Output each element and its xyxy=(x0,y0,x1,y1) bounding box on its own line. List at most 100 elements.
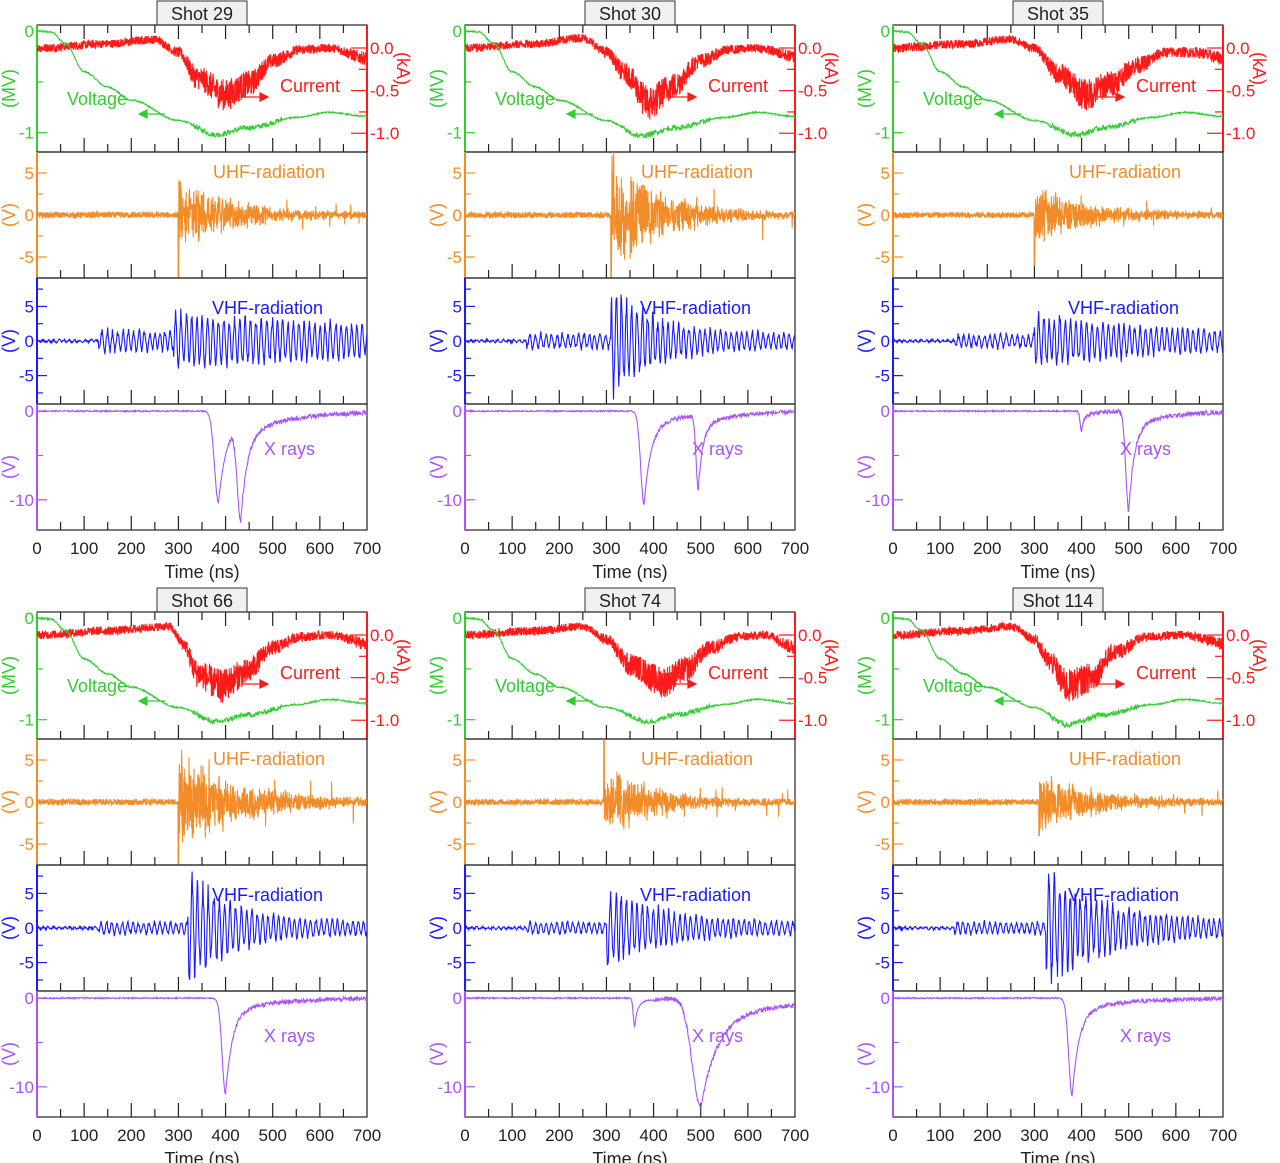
current-series xyxy=(465,622,795,698)
uhf-label: UHF-radiation xyxy=(213,749,325,769)
xray-frame xyxy=(36,403,368,531)
y-tick-label: 5 xyxy=(881,884,890,903)
y-tick-label: -1 xyxy=(875,711,890,730)
y-tick-label: 0 xyxy=(453,989,462,1008)
y-tick-label: 5 xyxy=(453,884,462,903)
x-tick-label: 500 xyxy=(1115,1126,1143,1145)
xray-frame xyxy=(36,990,368,1118)
x-tick-label: 100 xyxy=(70,1126,98,1145)
x-tick-label: 600 xyxy=(306,539,334,558)
y-tick-label: -10 xyxy=(865,1078,890,1097)
y-tick-label: 0 xyxy=(25,919,34,938)
x-tick-label: 200 xyxy=(973,539,1001,558)
current-series xyxy=(893,34,1223,111)
right-arrow-icon xyxy=(242,679,270,689)
y-tick-label: 5 xyxy=(453,164,462,183)
x-tick-label: 400 xyxy=(211,539,239,558)
y-tick-label: 5 xyxy=(25,884,34,903)
y-tick-label: 0 xyxy=(25,22,34,41)
y-tick-label: 5 xyxy=(25,297,34,316)
vhf-unit-label: (V) xyxy=(427,329,447,353)
vhf-label: VHF-radiation xyxy=(212,885,323,905)
y-tick-label: 0 xyxy=(881,793,890,812)
shot-panel: Shot 350-1(MV)0.0-0.5-1.0(kA)VoltageCurr… xyxy=(855,0,1269,582)
voltage-label: Voltage xyxy=(67,676,127,696)
x-tick-label: 400 xyxy=(1067,539,1095,558)
x-tick-label: 500 xyxy=(259,1126,287,1145)
x-tick-label: 600 xyxy=(1162,539,1190,558)
x-tick-label: 0 xyxy=(32,539,41,558)
y-tick-label: 0 xyxy=(881,332,890,351)
current-label: Current xyxy=(1136,76,1196,96)
panel-title: Shot 30 xyxy=(584,0,676,26)
y-tick-label: 0 xyxy=(453,609,462,628)
y-tick-label: 0 xyxy=(881,919,890,938)
right-arrow-icon xyxy=(670,92,698,102)
current-tick-label: -0.5 xyxy=(370,669,399,688)
x-axis-label: Time (ns) xyxy=(164,1149,239,1163)
y-tick-label: 0 xyxy=(453,332,462,351)
xray-unit-label: (V) xyxy=(427,1042,447,1066)
y-tick-label: -1 xyxy=(875,124,890,143)
xray-label: X rays xyxy=(1120,1026,1171,1046)
y-tick-label: 0 xyxy=(25,793,34,812)
panel-title: Shot 114 xyxy=(1012,587,1104,613)
voltage-label: Voltage xyxy=(495,89,555,109)
vhf-label: VHF-radiation xyxy=(1068,885,1179,905)
uhf-unit-label: (V) xyxy=(855,790,875,814)
x-tick-label: 700 xyxy=(353,539,381,558)
panel-title-text: Shot 35 xyxy=(1027,4,1089,24)
current-tick-label: 0.0 xyxy=(1226,626,1250,645)
x-tick-label: 300 xyxy=(1020,539,1048,558)
voltage-unit-label: (MV) xyxy=(855,656,875,695)
xray-series xyxy=(37,995,367,1096)
vhf-label: VHF-radiation xyxy=(1068,298,1179,318)
current-label: Current xyxy=(708,663,768,683)
y-tick-label: -5 xyxy=(447,367,462,386)
uhf-label: UHF-radiation xyxy=(641,749,753,769)
y-tick-label: 0 xyxy=(453,919,462,938)
xray-frame xyxy=(892,403,1224,531)
uhf-label: UHF-radiation xyxy=(1069,162,1181,182)
x-tick-label: 500 xyxy=(687,1126,715,1145)
x-tick-label: 300 xyxy=(592,1126,620,1145)
current-label: Current xyxy=(280,76,340,96)
shot-panel: Shot 1140-1(MV)0.0-0.5-1.0(kA)VoltageCur… xyxy=(855,587,1269,1163)
panel-title-text: Shot 66 xyxy=(171,591,233,611)
y-tick-label: -5 xyxy=(19,954,34,973)
panel-title-text: Shot 30 xyxy=(599,4,661,24)
current-tick-label: -1.0 xyxy=(370,711,399,730)
vhf-series xyxy=(465,891,795,966)
current-tick-label: -0.5 xyxy=(798,669,827,688)
x-tick-label: 0 xyxy=(32,1126,41,1145)
x-tick-label: 400 xyxy=(639,1126,667,1145)
voltage-series xyxy=(465,30,795,140)
xray-label: X rays xyxy=(692,439,743,459)
xray-series xyxy=(465,995,795,1109)
x-tick-label: 300 xyxy=(164,1126,192,1145)
xray-unit-label: (V) xyxy=(855,455,875,479)
title-box xyxy=(584,587,676,613)
y-tick-label: -5 xyxy=(875,367,890,386)
x-axis-label: Time (ns) xyxy=(1020,1149,1095,1163)
x-tick-label: 300 xyxy=(592,539,620,558)
x-tick-label: 0 xyxy=(460,539,469,558)
uhf-series xyxy=(465,739,795,830)
y-tick-label: 0 xyxy=(881,609,890,628)
x-tick-label: 700 xyxy=(1209,1126,1237,1145)
uhf-label: UHF-radiation xyxy=(213,162,325,182)
uhf-series xyxy=(465,152,795,278)
xray-unit-label: (V) xyxy=(855,1042,875,1066)
vhf-series xyxy=(893,310,1223,366)
y-tick-label: 0 xyxy=(453,22,462,41)
current-tick-label: -0.5 xyxy=(1226,669,1255,688)
voltage-unit-label: (MV) xyxy=(0,656,19,695)
x-tick-label: 100 xyxy=(70,539,98,558)
x-tick-label: 600 xyxy=(1162,1126,1190,1145)
panel-title: Shot 66 xyxy=(156,587,248,613)
x-tick-label: 100 xyxy=(498,1126,526,1145)
xray-unit-label: (V) xyxy=(427,455,447,479)
y-tick-label: -5 xyxy=(19,835,34,854)
y-tick-label: -10 xyxy=(9,1078,34,1097)
